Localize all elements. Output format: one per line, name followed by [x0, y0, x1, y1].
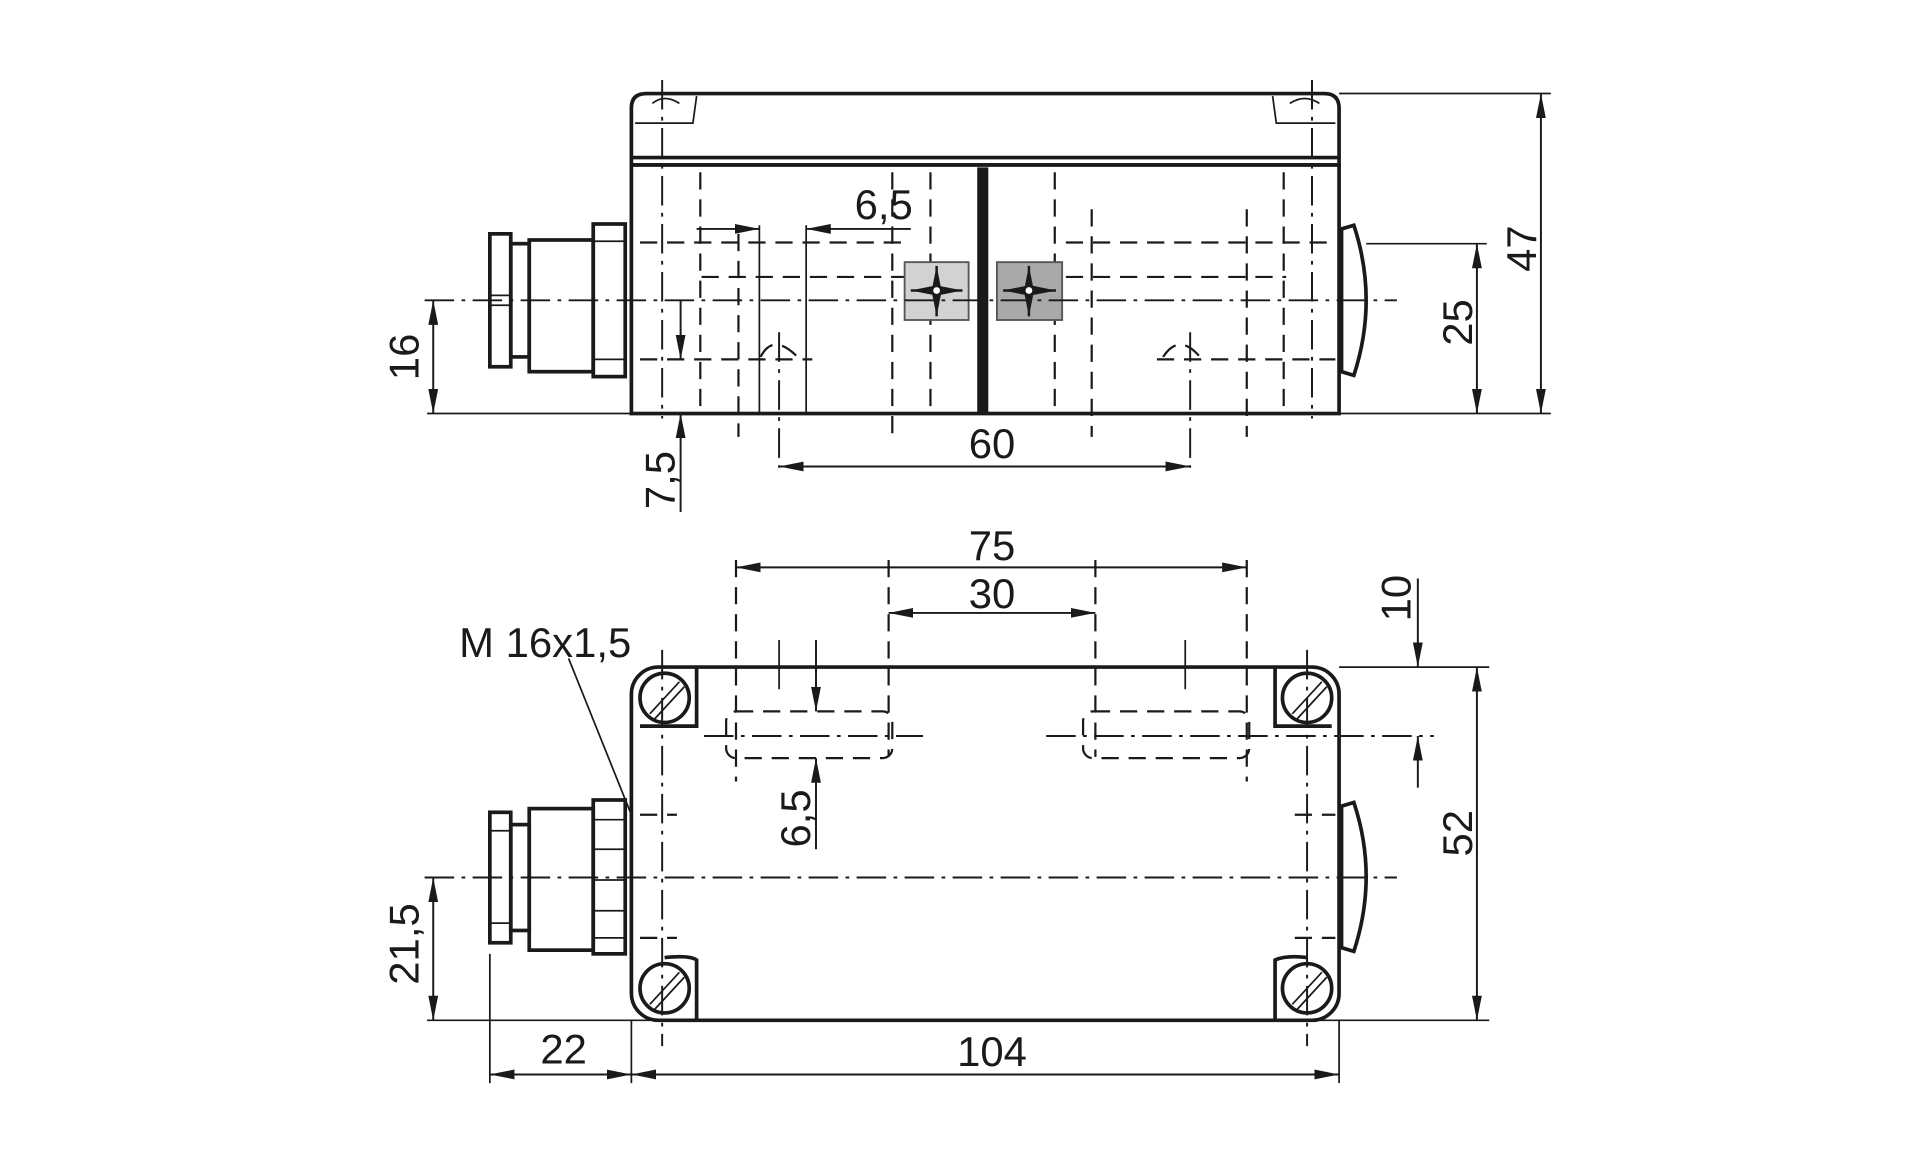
end-cap-bottom	[1339, 800, 1368, 954]
dim-6-5-top: 6,5	[855, 181, 913, 228]
dim-22: 22	[540, 1025, 587, 1072]
hidden-slots	[661, 560, 1434, 1047]
dim-25: 25	[1434, 299, 1481, 346]
dimensions-bottom: 75 30 10 52 6,5 21,5 22 104 M 16x1,5	[380, 522, 1490, 1084]
screw-icon	[1273, 954, 1334, 1021]
dim-30: 30	[969, 570, 1016, 617]
dim-7-5: 7,5	[636, 451, 683, 509]
dim-75: 75	[969, 522, 1016, 569]
move-arrows-icon	[1003, 265, 1056, 317]
bottom-view: 75 30 10 52 6,5 21,5 22 104 M 16x1,5	[380, 522, 1490, 1084]
dim-6-5-bottom: 6,5	[772, 789, 819, 847]
dim-52: 52	[1434, 810, 1481, 857]
screw-icon	[638, 667, 699, 728]
dim-21-5: 21,5	[380, 903, 427, 984]
screw-icon	[1273, 667, 1334, 728]
center-divider	[977, 167, 989, 414]
end-cap-top	[1339, 222, 1368, 378]
move-arrows-icon	[910, 265, 963, 317]
top-view: 47 25 16 7,5 6,5 60	[380, 80, 1551, 512]
dim-47: 47	[1498, 225, 1545, 272]
mounting-screws	[638, 667, 1334, 1021]
actuator-right	[996, 261, 1064, 321]
dim-16: 16	[380, 334, 427, 381]
dimensions-top: 47 25 16 7,5 6,5 60	[380, 92, 1551, 512]
dim-60: 60	[969, 420, 1016, 467]
screw-icon	[638, 954, 699, 1021]
thread-label: M 16x1,5	[459, 619, 631, 666]
dim-10: 10	[1372, 575, 1419, 622]
lid	[629, 80, 1341, 419]
dim-104: 104	[957, 1028, 1027, 1075]
housing-outline	[629, 665, 1341, 1023]
hidden-lines	[640, 172, 1336, 468]
actuator-left	[903, 261, 970, 321]
